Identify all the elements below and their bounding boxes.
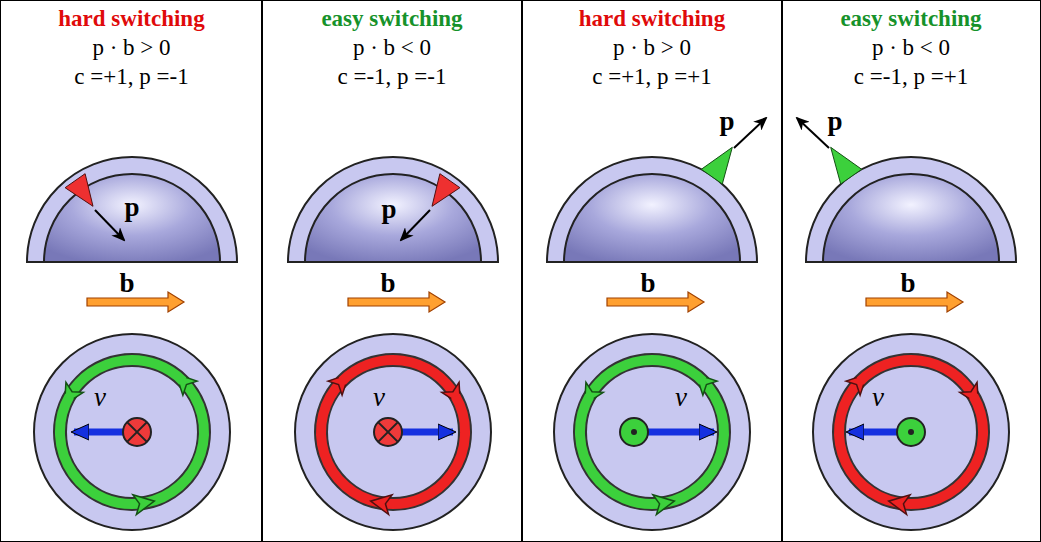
panel-art xyxy=(797,118,1016,530)
dot-product-condition: p · b > 0 xyxy=(522,33,782,62)
switching-panel: hard switchingp · b > 0c =+1, p =+1 p b v xyxy=(521,0,783,542)
vector-label: v xyxy=(675,383,687,411)
panel-art xyxy=(547,118,766,530)
vector-label: b xyxy=(640,269,655,297)
charge-polarity: c =+1, p =-1 xyxy=(1,62,262,91)
dot-product-condition: p · b < 0 xyxy=(262,33,522,62)
switching-title: hard switching xyxy=(1,1,262,33)
switching-panel: hard switchingp · b > 0c =+1, p =-1 p b v xyxy=(0,0,263,542)
switching-panel: easy switchingp · b < 0c =-1, p =+1 p b v xyxy=(781,0,1041,542)
switching-title: easy switching xyxy=(782,1,1040,33)
vector-label: p xyxy=(827,107,842,135)
charge-polarity: c =+1, p =+1 xyxy=(522,62,782,91)
vector-label: v xyxy=(94,383,106,411)
vector-label: b xyxy=(380,269,395,297)
panel-art xyxy=(288,157,498,530)
panel-art xyxy=(27,157,237,530)
charge-polarity: c =-1, p =+1 xyxy=(782,62,1040,91)
vector-label: b xyxy=(119,269,134,297)
vector-label: b xyxy=(900,269,915,297)
vector-label: p xyxy=(124,193,139,221)
vector-label: v xyxy=(373,383,385,411)
vector-label: p xyxy=(381,195,396,223)
switching-panel: easy switchingp · b < 0c =-1, p =-1 p b v xyxy=(261,0,523,542)
vector-label: p xyxy=(719,107,734,135)
switching-title: hard switching xyxy=(522,1,782,33)
dot-product-condition: p · b > 0 xyxy=(1,33,262,62)
vector-label: v xyxy=(872,383,884,411)
dot-product-condition: p · b < 0 xyxy=(782,33,1040,62)
charge-polarity: c =-1, p =-1 xyxy=(262,62,522,91)
switching-title: easy switching xyxy=(262,1,522,33)
